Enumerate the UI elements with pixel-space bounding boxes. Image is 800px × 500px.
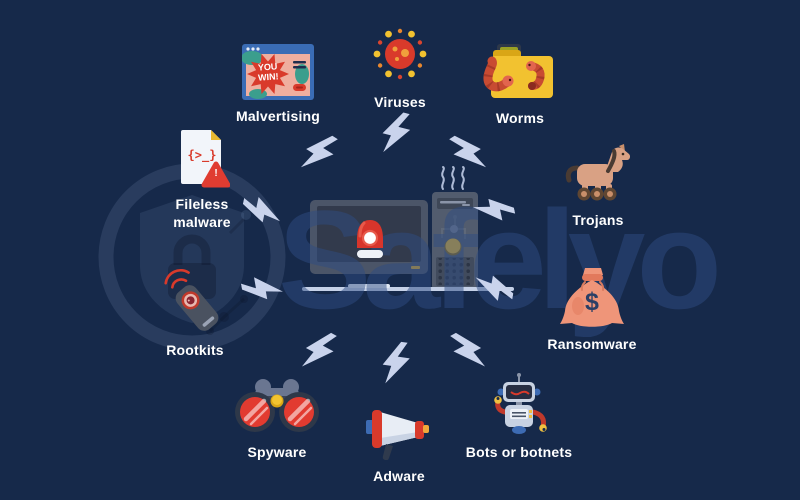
node-trojans: Trojans bbox=[528, 144, 668, 229]
label-adware: Adware bbox=[373, 468, 425, 484]
worms-folder-icon bbox=[483, 44, 553, 98]
node-rootkits: Rootkits bbox=[125, 268, 265, 359]
label-ransomware: Ransomware bbox=[547, 336, 637, 352]
ransom-currency-symbol: $ bbox=[585, 288, 599, 316]
node-viruses: Viruses bbox=[330, 22, 470, 111]
label-trojans: Trojans bbox=[572, 212, 624, 228]
lightning-bolt-bottom bbox=[380, 338, 412, 387]
node-spyware: Spyware bbox=[207, 374, 347, 461]
desk-line bbox=[302, 287, 514, 291]
alert-siren-icon bbox=[357, 220, 383, 258]
overheat-steam-icon bbox=[441, 166, 465, 190]
label-bots: Bots or botnets bbox=[465, 444, 573, 460]
spyware-binoculars-icon bbox=[235, 379, 319, 432]
node-malvertising: YOU WIN! Malvertising bbox=[208, 44, 348, 125]
label-fileless: Fileless malware bbox=[173, 196, 231, 231]
adware-megaphone-icon bbox=[366, 410, 429, 461]
label-worms: Worms bbox=[495, 110, 545, 126]
lightning-bolt-bottom-right bbox=[446, 325, 491, 378]
rootkit-device-icon bbox=[164, 268, 219, 331]
bot-robot-icon bbox=[494, 373, 547, 434]
pc-tower bbox=[432, 192, 478, 290]
lightning-bolt-right-lower bbox=[472, 273, 516, 304]
label-malvertising: Malvertising bbox=[235, 108, 321, 124]
label-rootkits: Rootkits bbox=[166, 342, 224, 358]
lightning-bolt-top-left bbox=[296, 127, 342, 180]
lightning-bolt-right-upper bbox=[472, 194, 516, 226]
malvertising-browser-popup-icon bbox=[241, 44, 314, 100]
label-viruses: Viruses bbox=[374, 94, 426, 110]
label-spyware: Spyware bbox=[247, 444, 307, 460]
lightning-bolt-left-lower bbox=[240, 273, 284, 304]
node-bots: Bots or botnets bbox=[449, 372, 589, 461]
virus-icon bbox=[373, 28, 427, 80]
you-win-popup-text: YOU WIN! bbox=[257, 61, 279, 83]
node-adware: Adware bbox=[329, 398, 469, 485]
trojan-horse-icon bbox=[565, 144, 631, 201]
lightning-bolt-top bbox=[378, 108, 414, 159]
fileless-malware-document-icon bbox=[181, 130, 231, 188]
lightning-bolt-bottom-left bbox=[297, 325, 342, 378]
ransom-money-bag-icon bbox=[560, 268, 624, 327]
node-ransomware: $ Ransomware bbox=[522, 266, 662, 353]
laptop-stand bbox=[348, 284, 390, 288]
node-fileless: {>_} ! Fileless malware bbox=[132, 126, 272, 231]
warning-exclamation: ! bbox=[214, 168, 218, 179]
lightning-bolt-top-right bbox=[445, 127, 491, 180]
lightning-bolt-left-upper bbox=[240, 194, 284, 226]
node-worms: Worms bbox=[450, 42, 590, 127]
monitor-power-light bbox=[411, 266, 420, 269]
code-glyph: {>_} bbox=[187, 148, 217, 162]
